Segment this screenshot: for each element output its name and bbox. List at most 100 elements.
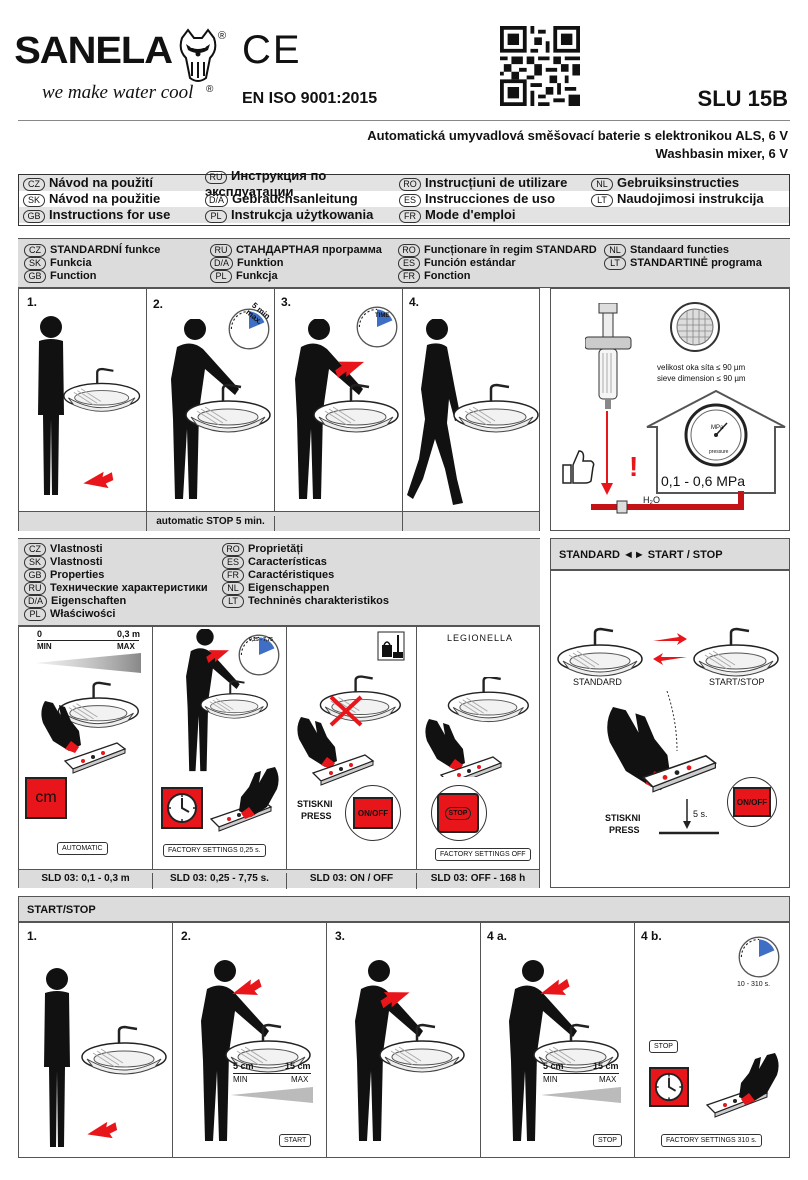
standard-step-4: 4. <box>403 289 541 511</box>
sensor-beam-icon <box>231 1087 313 1103</box>
stop-button-2[interactable]: STOP <box>649 1040 678 1053</box>
startstop-title: START/STOP <box>27 904 96 916</box>
hand-remote-icon <box>706 1053 779 1118</box>
step-number: 1. <box>27 295 38 309</box>
model-number: SLU 15B <box>697 86 788 111</box>
start-button[interactable]: START <box>279 1134 312 1147</box>
btn-wrap: START <box>279 1129 312 1147</box>
step-number: 3. <box>335 929 346 943</box>
startstop-step-3: 3. <box>327 923 481 1157</box>
factory-settings-310-button[interactable]: FACTORY SETTINGS 310 s. <box>661 1134 762 1147</box>
legionella-stop-display: STOP <box>437 793 479 833</box>
onoff-button[interactable]: ON/OFF <box>733 787 771 817</box>
startstop-section-header: START/STOP <box>18 896 790 922</box>
brand-logo: SANELA ® we make water cool ® <box>14 28 226 110</box>
caption-cell <box>275 512 403 531</box>
hold-seconds: 5 s. <box>693 809 708 819</box>
max-label: MAX <box>599 1075 617 1084</box>
startstop-step-4b: 4 b. 10 - 310 s. STOP FACTORY SETTINGS 3… <box>635 923 789 1157</box>
caption-cell <box>19 512 147 531</box>
person-washing-icon <box>355 960 466 1141</box>
hand-remote-icon <box>210 767 279 832</box>
timer-range-icon <box>738 936 780 978</box>
range-line <box>37 640 139 641</box>
caption-timer: SLD 03: 0,25 - 7,75 s. <box>153 873 287 889</box>
ce-mark: CE <box>242 28 302 72</box>
min-label: MIN <box>543 1075 558 1084</box>
standard-step-2: 2. 5 min max. <box>147 289 275 511</box>
dist-line <box>543 1073 619 1074</box>
standard-step-3: 3. TIME <box>275 289 403 511</box>
max-label: MAX <box>291 1075 309 1084</box>
factory-settings-off-button[interactable]: FACTORY SETTINGS OFF <box>435 848 531 861</box>
cm-display: cm <box>25 777 67 819</box>
header-divider <box>18 120 790 121</box>
sieve-size-cz: velikost oka síta ≤ 90 µm <box>657 363 746 372</box>
pressure-range: 0,1 - 0,6 MPa <box>661 473 746 489</box>
person-walking-icon <box>407 319 540 505</box>
person-washing-icon <box>171 319 272 499</box>
house-pressure-icon <box>646 389 786 494</box>
btn-wrap: FACTORY SETTINGS 0,25 s. <box>163 839 266 857</box>
water-label: H₂O <box>643 495 660 505</box>
min-label: MIN <box>37 642 52 651</box>
stop-button[interactable]: STOP <box>593 1134 622 1147</box>
standard-step-1: 1. <box>19 289 147 511</box>
mode-switch-panel: STANDARD START/STOP STISKNI PRESS 5 s. O… <box>550 570 790 888</box>
step-number: 4 a. <box>487 929 508 943</box>
person-standing-icon <box>38 316 141 495</box>
btn-wrap: FACTORY SETTINGS OFF <box>435 843 531 861</box>
press-label: PRESS <box>301 811 332 821</box>
person-washing-icon <box>201 960 312 1141</box>
product-subtitle-cz: Automatická umyvadlová směšovací baterie… <box>367 128 788 143</box>
mode-switch-title: STANDARD ◄► START / STOP <box>559 549 723 561</box>
properties-caption-row: SLD 03: 0,1 - 0,3 m SLD 03: 0,25 - 7,75 … <box>19 869 539 889</box>
stiskni-label: STISKNI <box>605 813 641 823</box>
iso-standard: EN ISO 9001:2015 <box>242 90 378 107</box>
factory-settings-025-button[interactable]: FACTORY SETTINGS 0,25 s. <box>163 844 266 857</box>
startstop-step-1: 1. <box>19 923 173 1157</box>
basin-disabled-icon <box>297 675 402 786</box>
btn-wrap: AUTOMATIC <box>57 837 108 855</box>
automatic-button[interactable]: AUTOMATIC <box>57 842 108 855</box>
caption-legionella: SLD 03: OFF - 168 h <box>430 873 526 884</box>
startstop-step-4a: 4 a. 5 cm 15 cm MIN MAX STOP <box>481 923 635 1157</box>
person-standing-icon <box>44 968 168 1147</box>
hold-down-icon <box>659 799 719 835</box>
clock-icon <box>167 793 197 823</box>
onoff-button[interactable]: ON/OFF <box>353 797 393 829</box>
brand-slogan: we make water cool <box>42 82 194 103</box>
property-legionella: LEGIONELLA STOP FACTORY SETTINGS OFF <box>417 627 539 869</box>
step-number: 4. <box>409 295 420 309</box>
standard-caption-row: automatic STOP 5 min. <box>19 511 539 531</box>
warning-exclaim: ! <box>629 451 639 482</box>
qr-code-icon <box>500 26 580 106</box>
properties-panel: 0 0,3 m MIN MAX cm AUTOMATIC 0,25 - 7,75 <box>18 626 540 889</box>
gauge-label: pressure <box>709 449 729 455</box>
hand-press-remote-icon <box>607 691 717 793</box>
thumbs-up-icon <box>562 450 595 484</box>
basin-hand-remote-icon <box>41 681 140 774</box>
